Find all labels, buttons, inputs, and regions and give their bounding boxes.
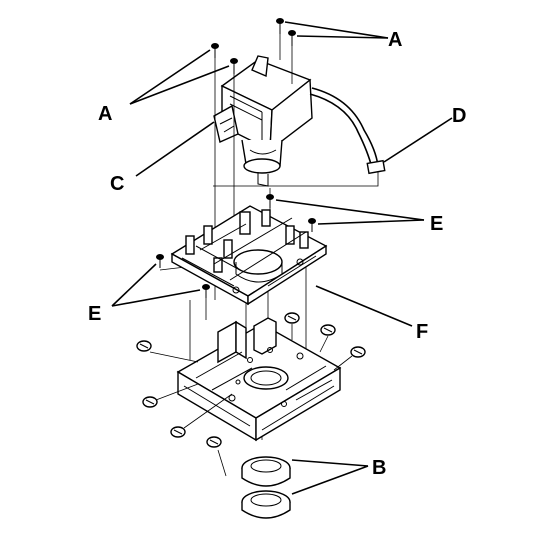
base-screw-2 [284,312,300,324]
base-screw-4 [350,346,366,358]
base-screw-3 [320,324,336,336]
motor-assembly [213,55,386,187]
screw-a-4 [288,30,296,46]
label-e-right: E [430,213,443,235]
screw-a-3 [276,18,284,34]
label-c: C [110,173,124,195]
screw-e-1 [266,194,274,208]
label-d: D [452,105,466,127]
base-screw-7 [206,436,222,448]
label-b: B [372,457,386,479]
ring-b-upper [241,456,291,487]
label-e-left: E [88,303,101,325]
ring-b-lower [241,490,291,519]
base-screw-leaders [149,324,353,477]
base-screw-5 [142,396,158,408]
screw-e-4 [202,284,210,298]
screw-a-2 [230,58,238,74]
base-screw-1 [136,340,152,352]
label-a-left: A [98,103,112,125]
screw-e-3 [156,254,164,268]
callout-arrows [111,21,453,495]
screw-a-1 [211,43,219,58]
base-screw-6 [170,426,186,438]
label-f: F [416,321,428,343]
bracket-f [170,205,328,306]
label-a-top: A [388,29,402,51]
screw-e-2 [308,218,316,232]
base-housing [176,317,342,442]
